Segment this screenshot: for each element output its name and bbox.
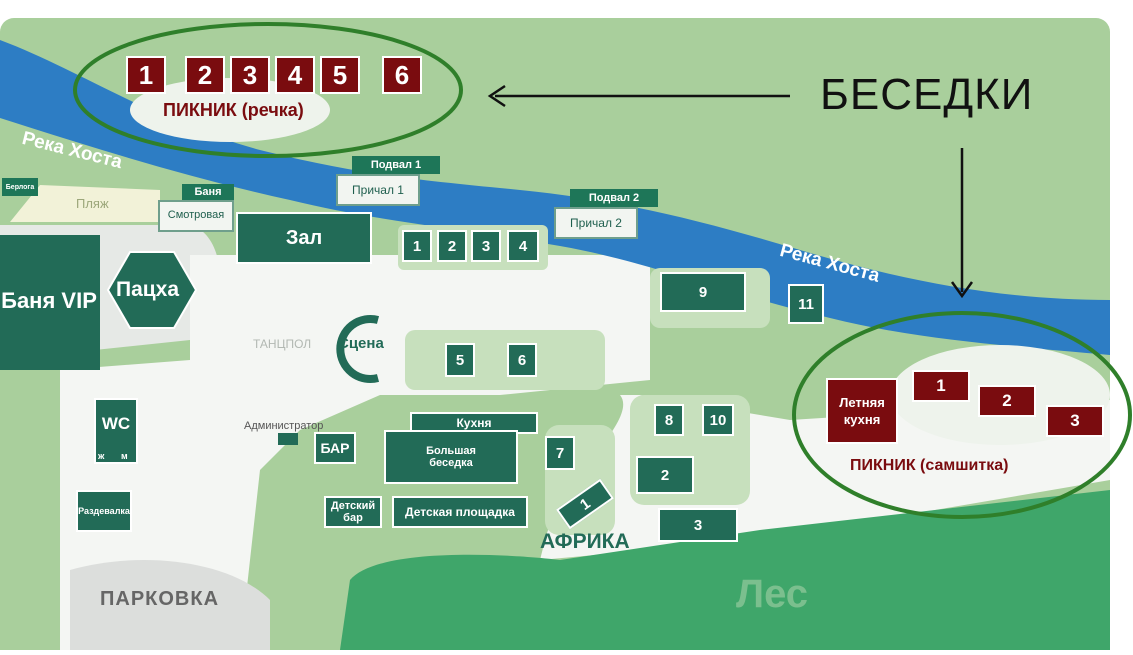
river-gazebo-3[interactable]: 3 — [230, 56, 270, 94]
river-gazebo-2[interactable]: 2 — [185, 56, 225, 94]
podval-1-building[interactable]: Подвал 1 — [352, 156, 440, 174]
besedki-label: БЕСЕДКИ — [820, 70, 1034, 119]
gazebo-row-1[interactable]: 1 — [402, 230, 432, 262]
samshitka-gazebo-1[interactable]: 1 — [912, 370, 970, 402]
wc-building[interactable]: WC — [94, 398, 138, 464]
parking-area — [70, 560, 270, 650]
administrator-building[interactable] — [278, 433, 298, 445]
beach-label: Пляж — [76, 196, 109, 211]
patskha-building — [106, 251, 198, 329]
gazebo-row-3[interactable]: 3 — [471, 230, 501, 262]
gazebo-row-4[interactable]: 4 — [507, 230, 539, 262]
gazebo-8[interactable]: 8 — [654, 404, 684, 436]
banya-vip-label[interactable]: Баня VIP — [0, 265, 98, 337]
gazebo-row-2[interactable]: 2 — [437, 230, 467, 262]
tantspol-label: ТАНЦПОЛ — [253, 337, 312, 351]
samshitka-gazebo-3[interactable]: 3 — [1046, 405, 1104, 437]
zal-building[interactable]: Зал — [236, 212, 372, 264]
scene-arc — [336, 315, 380, 383]
highlight-ellipse-samshitka — [792, 311, 1132, 519]
gazebo-6[interactable]: 6 — [507, 343, 537, 377]
clearing-rechka — [130, 78, 330, 142]
wc-m-label: м — [121, 451, 128, 461]
afrika-label: АФРИКА — [540, 530, 630, 553]
les-label: Лес — [736, 572, 809, 616]
ground-left-strip — [0, 370, 60, 650]
arrow-down-icon — [950, 281, 974, 299]
gazebo-9[interactable]: 9 — [660, 272, 746, 312]
detskiy-bar-building[interactable]: Детский бар — [324, 496, 382, 528]
parkovka-label: ПАРКОВКА — [100, 588, 220, 610]
bar-building[interactable]: БАР — [314, 432, 356, 464]
stsena-label[interactable]: Сцена — [338, 335, 384, 352]
administrator-label: Администратор — [244, 420, 324, 432]
berloga-building[interactable]: Берлога — [2, 178, 38, 196]
razdevalka-building[interactable]: Раздевалка — [76, 490, 132, 532]
river — [0, 40, 1110, 355]
wc-zh-label: ж — [98, 451, 105, 461]
forest-area — [340, 490, 1110, 650]
river-gazebo-1[interactable]: 1 — [126, 56, 166, 94]
bolshaya-besedka-building[interactable]: Большая беседка — [384, 430, 518, 484]
beach-area — [10, 185, 160, 222]
gazebo-7[interactable]: 7 — [545, 436, 575, 470]
detskaya-ploshchadka-building[interactable]: Детская площадка — [392, 496, 528, 528]
piknik-rechka-label: ПИКНИК (речка) — [163, 100, 304, 120]
highlight-ellipse-rechka — [73, 22, 463, 158]
smotrovaya-building[interactable]: Смотровая — [158, 200, 234, 232]
gazebo-5[interactable]: 5 — [445, 343, 475, 377]
patskha-label[interactable]: Пацха — [116, 278, 180, 301]
arrow-left-icon — [487, 84, 506, 108]
river-gazebo-5[interactable]: 5 — [320, 56, 360, 94]
banya-small-building[interactable]: Баня — [182, 184, 234, 200]
pad-center — [405, 330, 605, 390]
samshitka-gazebo-2[interactable]: 2 — [978, 385, 1036, 417]
river-gazebo-4[interactable]: 4 — [275, 56, 315, 94]
podval-2-building[interactable]: Подвал 2 — [570, 189, 658, 207]
gazebo-10[interactable]: 10 — [702, 404, 734, 436]
piknik-samshitka-label: ПИКНИК (самшитка) — [850, 457, 1009, 474]
prichal-1-building[interactable]: Причал 1 — [336, 174, 420, 206]
letnyaya-kukhnya-building[interactable]: Летняя кухня — [826, 378, 898, 444]
gazebo-11[interactable]: 11 — [788, 284, 824, 324]
river-gazebo-6[interactable]: 6 — [382, 56, 422, 94]
afrika-gazebo-3[interactable]: 3 — [658, 508, 738, 542]
afrika-gazebo-2[interactable]: 2 — [636, 456, 694, 494]
prichal-2-building[interactable]: Причал 2 — [554, 207, 638, 239]
